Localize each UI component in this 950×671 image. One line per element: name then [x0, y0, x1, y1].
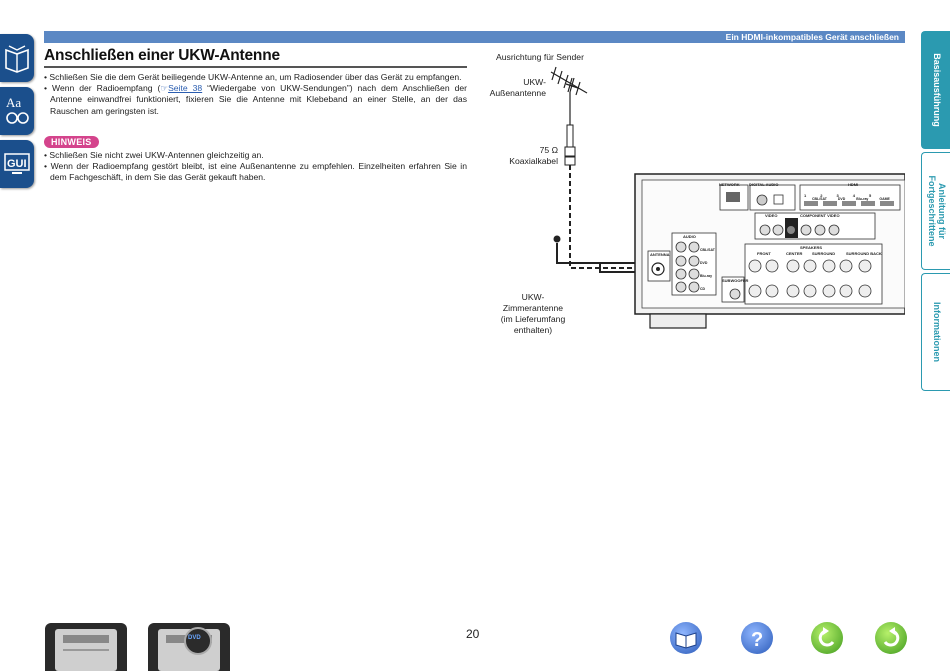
panel-subwoofer-label: SUBWOOFER	[722, 278, 749, 283]
svg-text:GUI: GUI	[7, 158, 27, 170]
note-item: • Wenn der Radioempfang gestört bleibt, …	[44, 161, 467, 183]
hinweis-badge: HINWEIS	[44, 136, 99, 148]
panel-hdmi-label: HDMI	[848, 182, 859, 187]
hdmi-port-label: Blu-ray	[856, 197, 869, 201]
audio-input-label: DVD	[700, 261, 708, 265]
note-item: • Schließen Sie nicht zwei UKW-Antennen …	[44, 150, 264, 160]
page-number: 20	[466, 627, 480, 641]
notes: • Schließen Sie nicht zwei UKW-Antennen …	[44, 150, 467, 184]
help-button[interactable]: ?	[741, 622, 773, 654]
note-text: Wenn der Radioempfang gestört bleibt, is…	[50, 161, 467, 183]
bullet-item: • Wenn der Radioempfang (☞Seite 38 “Wied…	[44, 83, 467, 116]
tab-label: Informationen	[931, 302, 942, 362]
label-outdoor-1: UKW-	[523, 77, 546, 87]
label-indoor-1: UKW-	[521, 292, 545, 302]
bullet-text: Wenn der Radioempfang (	[51, 83, 161, 94]
panel-network-label: NETWORK	[719, 182, 740, 187]
note-text: Schließen Sie nicht zwei UKW-Antennen gl…	[49, 150, 264, 160]
hdmi-port-label: DVD	[837, 197, 846, 201]
audio-input-label: CD	[700, 287, 706, 291]
contents-book-button[interactable]	[670, 622, 702, 654]
tab-basisausfuehrung[interactable]: Basisausführung	[921, 31, 950, 149]
dvd-receiver-thumbnail[interactable]: DVD	[148, 623, 230, 671]
gui-icon[interactable]: GUI	[0, 140, 34, 188]
hdmi-port-label: CBL/SAT	[812, 197, 827, 201]
contents-book-icon[interactable]	[0, 34, 34, 82]
tab-label: Basisausführung	[931, 53, 942, 127]
coax-cable	[569, 165, 650, 269]
antenna-mast	[566, 124, 574, 148]
panel-surround-back-label: SURROUND BACK	[846, 251, 882, 256]
cable-connector	[564, 146, 576, 157]
bullet-text: “Wiedergabe von UKW-Sendungen”) nach dem…	[50, 83, 467, 116]
label-outdoor-2: Außenantenne	[489, 88, 546, 98]
panel-digital-audio-label: DIGITAL AUDIO	[749, 182, 779, 187]
label-cable-2: Koaxialkabel	[509, 156, 558, 166]
forward-button[interactable]	[875, 622, 907, 654]
audio-input-label: Blu-ray	[700, 274, 713, 278]
antenna-connection-diagram	[550, 66, 905, 329]
audio-input-label: CBL/SAT	[700, 248, 715, 252]
label-indoor-2: Zimmerantenne	[502, 303, 564, 313]
panel-front-label: FRONT	[757, 251, 771, 256]
title-divider	[44, 66, 467, 68]
hdmi-port-labels: CBL/SAT DVD Blu-ray GAME	[812, 197, 890, 201]
tab-anleitung-fortgeschrittene[interactable]: Anleitung für Fortgeschrittene	[921, 152, 950, 270]
hdmi-port-number: 2	[820, 193, 823, 198]
receiver-foot	[649, 313, 707, 329]
page-link[interactable]: Seite 38	[168, 83, 203, 94]
dvd-label: DVD	[188, 635, 201, 641]
hdmi-port-number: 4	[852, 193, 855, 198]
hdmi-port-numbers: 1 2 3 4 5	[804, 193, 871, 198]
instructions: • Schließen Sie die dem Gerät beiliegend…	[44, 72, 467, 117]
panel-video-label: VIDEO	[765, 213, 778, 218]
hdmi-port-label: GAME	[879, 197, 890, 201]
book-icon	[675, 632, 697, 649]
label-cable-1: 75 Ω	[539, 145, 558, 155]
svg-text:Aa: Aa	[6, 95, 21, 110]
svg-text:?: ?	[751, 629, 763, 651]
cable-connector	[564, 156, 576, 166]
label-indoor-3: (im Lieferumfang	[500, 314, 566, 324]
panel-component-video-label: COMPONENT VIDEO	[800, 213, 840, 218]
tab-label: Anleitung für Fortgeschrittene	[926, 175, 947, 247]
back-arrow-icon	[818, 627, 835, 647]
receiver-rear-panel	[634, 173, 905, 329]
question-icon: ?	[751, 629, 763, 651]
section-header-bar: Ein HDMI-inkompatibles Gerät anschließen	[44, 31, 905, 43]
page-title: Anschließen einer UKW-Antenne	[44, 47, 280, 64]
label-indoor-4: enthalten)	[513, 325, 553, 335]
panel-surround-label: SURROUND	[812, 251, 836, 256]
section-title: Ein HDMI-inkompatibles Gerät anschließen	[725, 32, 899, 42]
forward-arrow-icon	[883, 627, 900, 647]
panel-center-label: CENTER	[786, 251, 803, 256]
reference-icon: ☞	[160, 83, 169, 94]
hdmi-port-number: 3	[836, 193, 839, 198]
indoor-antenna-tip	[553, 235, 561, 243]
index-aa-icon[interactable]: Aa	[0, 87, 34, 135]
tab-informationen[interactable]: Informationen	[921, 273, 950, 391]
hdmi-port-number: 5	[868, 193, 872, 198]
outdoor-antenna-icon	[550, 66, 588, 125]
hdmi-port-number: 1	[804, 193, 807, 198]
panel-antenna-label: ANTENNA	[650, 252, 670, 257]
bullet-item: • Schließen Sie die dem Gerät beiliegend…	[44, 72, 462, 82]
audio-input-labels: CBL/SAT DVD Blu-ray CD	[700, 244, 715, 296]
receiver-thumbnail[interactable]	[45, 623, 127, 671]
back-button[interactable]	[811, 622, 843, 654]
label-direction: Ausrichtung für Sender	[496, 52, 584, 62]
panel-audio-label: AUDIO	[683, 234, 696, 239]
bullet-text: Schließen Sie die dem Gerät beiliegende …	[49, 72, 462, 82]
panel-speakers-label: SPEAKERS	[800, 245, 823, 250]
